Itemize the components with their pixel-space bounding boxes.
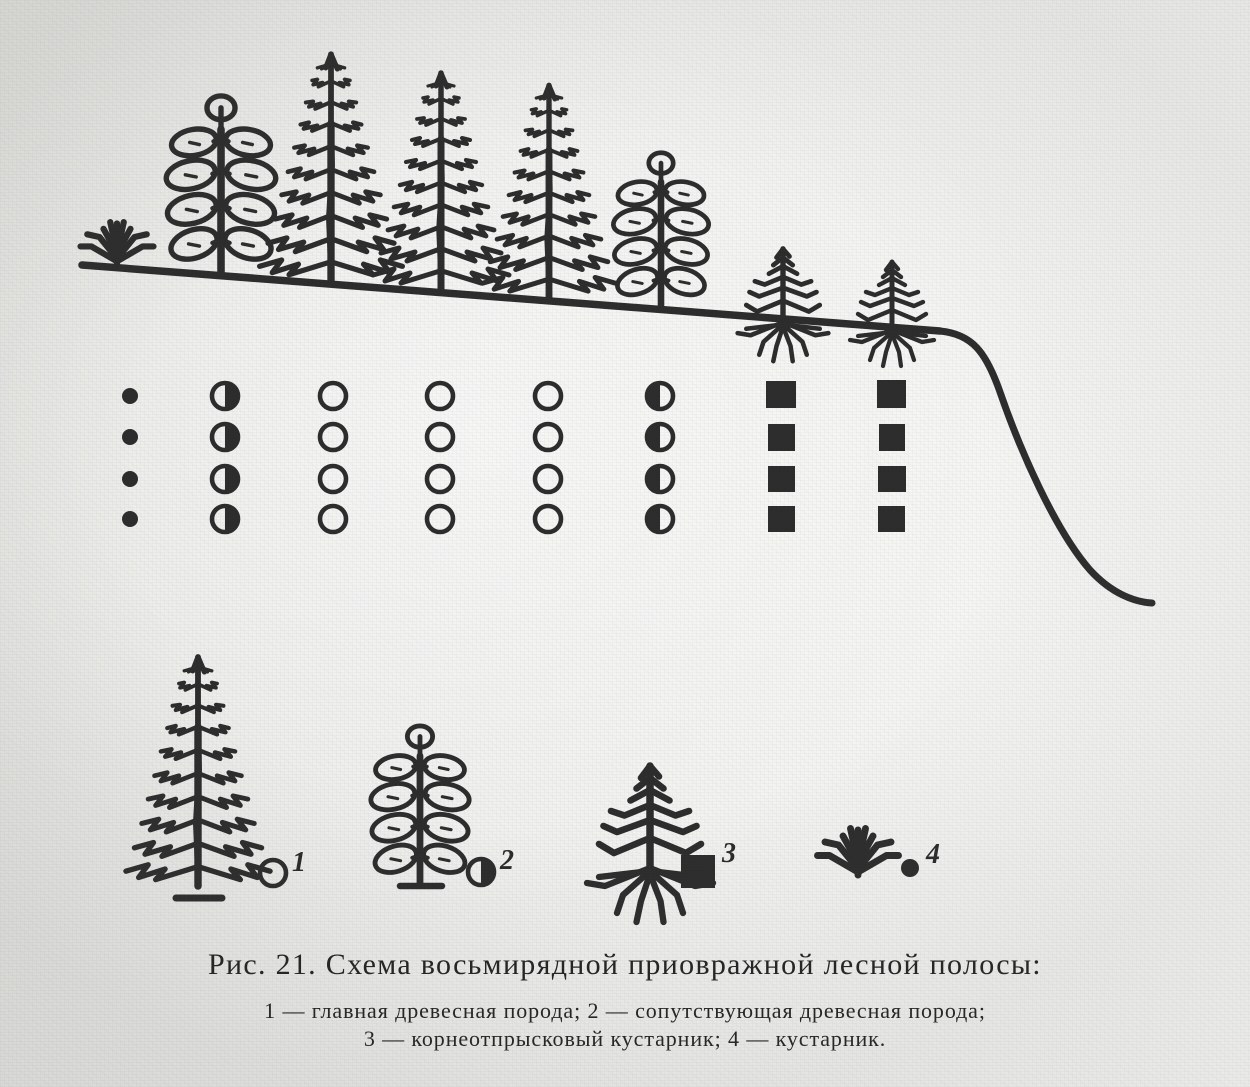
profile-plant-row7-root-shrub <box>738 249 829 361</box>
plan-column-4-open-circle <box>424 380 456 535</box>
legend-item-1 <box>126 657 289 902</box>
profile-plant-row8-root-shrub <box>850 262 934 366</box>
legend-number-3: 3 <box>721 838 736 869</box>
profile-plant-row3-conifer <box>260 54 403 281</box>
legend-symbol-half-circle <box>465 856 497 888</box>
plan-column-3-open-circle <box>317 380 349 535</box>
legend-symbol-filled-dot <box>901 859 919 877</box>
legend-row <box>126 657 919 922</box>
legend-symbol-filled-square <box>681 855 715 888</box>
legend-item-2 <box>368 726 497 890</box>
plan-column-8-filled-square <box>877 380 906 532</box>
legend-sketch-root-sprout-shrub <box>587 766 713 922</box>
plan-column-6-half-circle-left <box>644 380 676 535</box>
profile-plant-row1-small-shrub <box>81 222 154 264</box>
plan-grid <box>122 380 906 535</box>
profile-plant-row2-deciduous <box>164 96 279 272</box>
legend-item-3 <box>587 766 715 922</box>
figure-caption-legend-line-1: 1 — главная древесная порода; 2 — сопутс… <box>264 998 986 1023</box>
legend-item-4 <box>818 829 919 878</box>
figure-caption-title: Рис. 21. Схема восьмирядной приовражной … <box>208 948 1042 981</box>
plan-column-7-filled-square <box>766 381 796 532</box>
legend-number-1: 1 <box>292 847 306 878</box>
legend-number-4: 4 <box>925 839 940 870</box>
legend-numbers: 1 2 3 4 <box>292 838 940 878</box>
profile-plant-row6-deciduous <box>611 153 711 306</box>
legend-sketch-conifer-tree <box>126 657 270 886</box>
legend-sketch-deciduous-tree <box>368 726 471 884</box>
profile-plant-row4-conifer <box>373 73 509 289</box>
legend-sketch-small-shrub <box>818 829 899 876</box>
legend-number-2: 2 <box>499 845 514 876</box>
plan-column-5-open-circle <box>532 380 564 535</box>
legend-symbol-open-circle <box>257 857 289 889</box>
ground-line <box>78 261 1156 607</box>
plan-column-1-filled-dot <box>122 388 138 527</box>
profile-plant-row5-conifer <box>482 85 615 297</box>
plan-column-2-half-circle-right <box>209 380 241 535</box>
figure-caption-legend-line-2: 3 — корнеотпрысковый кустарник; 4 — куст… <box>363 1026 887 1051</box>
